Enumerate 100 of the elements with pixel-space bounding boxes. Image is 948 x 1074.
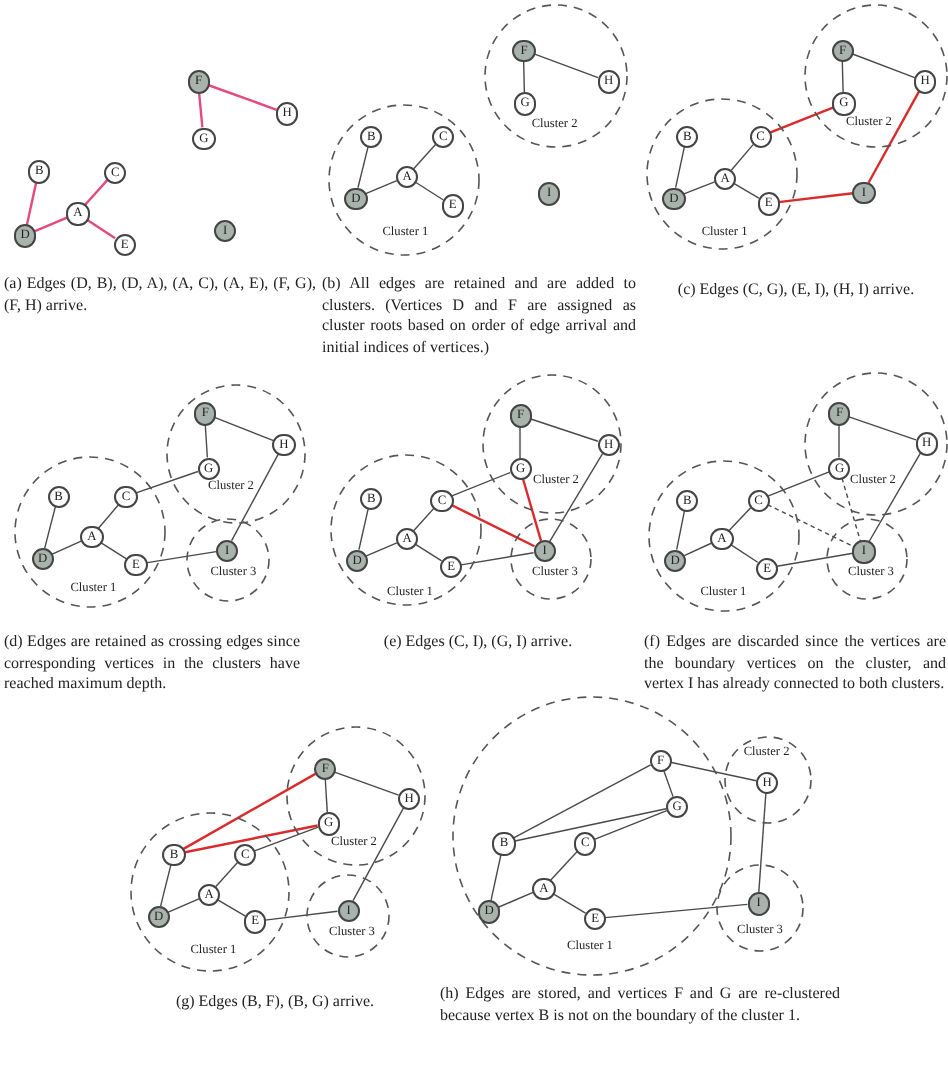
cluster-boundary [306,873,390,957]
cluster-boundary [482,374,622,514]
graph-edge [848,416,917,441]
cluster-boundary [647,460,800,612]
graph-edge [197,91,204,128]
cluster-boundary [330,454,482,606]
graph-edge [682,181,716,195]
graph-edge [549,850,579,881]
graph-edge [25,181,38,226]
subfigure-caption: (d) Edges are retained as crossing edges since corresponding vertices in the clusters have reached maximum depth. [4,632,300,695]
graph-edge [83,179,109,207]
graph-edge [358,507,369,551]
graph-edge [729,543,759,563]
graph-edge [414,181,444,201]
graph-edge [167,898,200,914]
graph-edge [675,509,686,551]
cluster-boundary [14,455,166,607]
graph-edge [604,903,749,919]
graph-edge [669,761,757,782]
graph-edge [413,507,435,532]
graph-edge [230,453,280,542]
subfigure-caption: (e) Edges (C, I), (G, I) arrive. [381,632,575,653]
cluster-boundary [185,518,269,602]
graph-edge [413,143,437,170]
graph-edge [97,504,120,530]
graph-edge [683,542,713,557]
dashed-edge [841,477,862,542]
graph-edge [450,471,511,497]
graph-edge [145,550,217,564]
graph-edge [593,809,668,841]
graph-edge [868,451,922,543]
graph-edge [253,826,319,852]
subfigure-caption: (f) Edges are discarded since the vertices are the boundary vertices on the cluster, and vertex I has already connected to both clusters. [644,632,946,695]
cluster-boundary [646,98,798,250]
graph-edge [674,146,686,189]
cluster-boundary [286,726,426,866]
subfigure-caption: (a) Edges (D, B), (D, A), (A, C), (A, E), (F, G), (F, H) arrive. [4,274,316,316]
graph-edge [85,218,116,240]
graph-edge [513,808,667,842]
cluster-boundary [328,104,480,256]
graph-edge [33,216,69,233]
graph-edge [51,540,83,555]
cluster-boundary [825,517,907,599]
subfigure-caption: (g) Edges (B, F), (B, G) arrive. [173,992,377,1013]
graph-edge [333,771,400,796]
graph-edge [532,53,599,79]
graph-edge [728,507,752,532]
graph-edge [521,478,543,542]
graph-edge [769,106,834,134]
graph-edge [99,541,128,560]
cluster-boundary [803,372,947,516]
graph-edge [529,418,599,442]
graph-edge [490,853,502,902]
graph-edge [207,83,278,111]
graph-edge [460,552,535,566]
graph-edge [414,543,443,562]
graph-edge [352,807,405,902]
graph-edge [497,891,535,908]
graph-edge [841,59,844,94]
cluster-boundary [509,517,591,599]
graph-edge [778,192,853,204]
graph-edge [548,453,604,543]
graph-edge [182,772,316,851]
graph-edge [758,792,767,894]
graph-edge [450,503,536,548]
graph-edge [776,552,854,567]
cluster-boundary [452,696,732,976]
graph-edge [851,53,916,79]
graph-edge [730,143,754,171]
graph-edge [733,182,760,199]
graph-edge [519,425,521,459]
graph-edge [364,180,398,195]
graph-edge [867,90,921,184]
graph-edge [324,778,329,814]
graph-edge [767,471,830,497]
graph-edge [838,423,840,459]
graph-edge [512,764,652,840]
graph-edge [134,470,199,494]
graph-edge [365,542,398,557]
graph-edge [159,864,172,907]
subfigure-caption: (h) Edges are stored, and vertices F and G are re-clustered because vertex B is not on the boundary of the cluster 1. [440,984,840,1026]
graph-edge [215,861,239,888]
cluster-boundary [130,812,290,972]
graph-edge [213,416,275,442]
cluster-boundary [165,383,305,524]
graph-edge [662,769,674,798]
dashed-edge [766,503,855,548]
graph-edge [217,899,247,917]
graph-edge [183,824,318,854]
subfigure-caption: (b) All edges are retained and are added to clusters. (Vertices D and F are assigned as cluster roots based on order of edge arrival and initial indices of vertices.) [322,274,636,358]
cluster-boundary [483,4,627,148]
cluster-boundary [716,864,804,952]
graph-edge [357,146,369,189]
cluster-boundary [724,736,812,824]
graph-edge [551,892,587,914]
graph-edge [204,423,209,459]
subfigure-caption: (c) Edges (C, G), (E, I), (H, I) arrive. [675,280,917,301]
graph-edge [43,506,57,550]
cluster-boundary [803,3,947,147]
graph-edge [264,910,339,921]
